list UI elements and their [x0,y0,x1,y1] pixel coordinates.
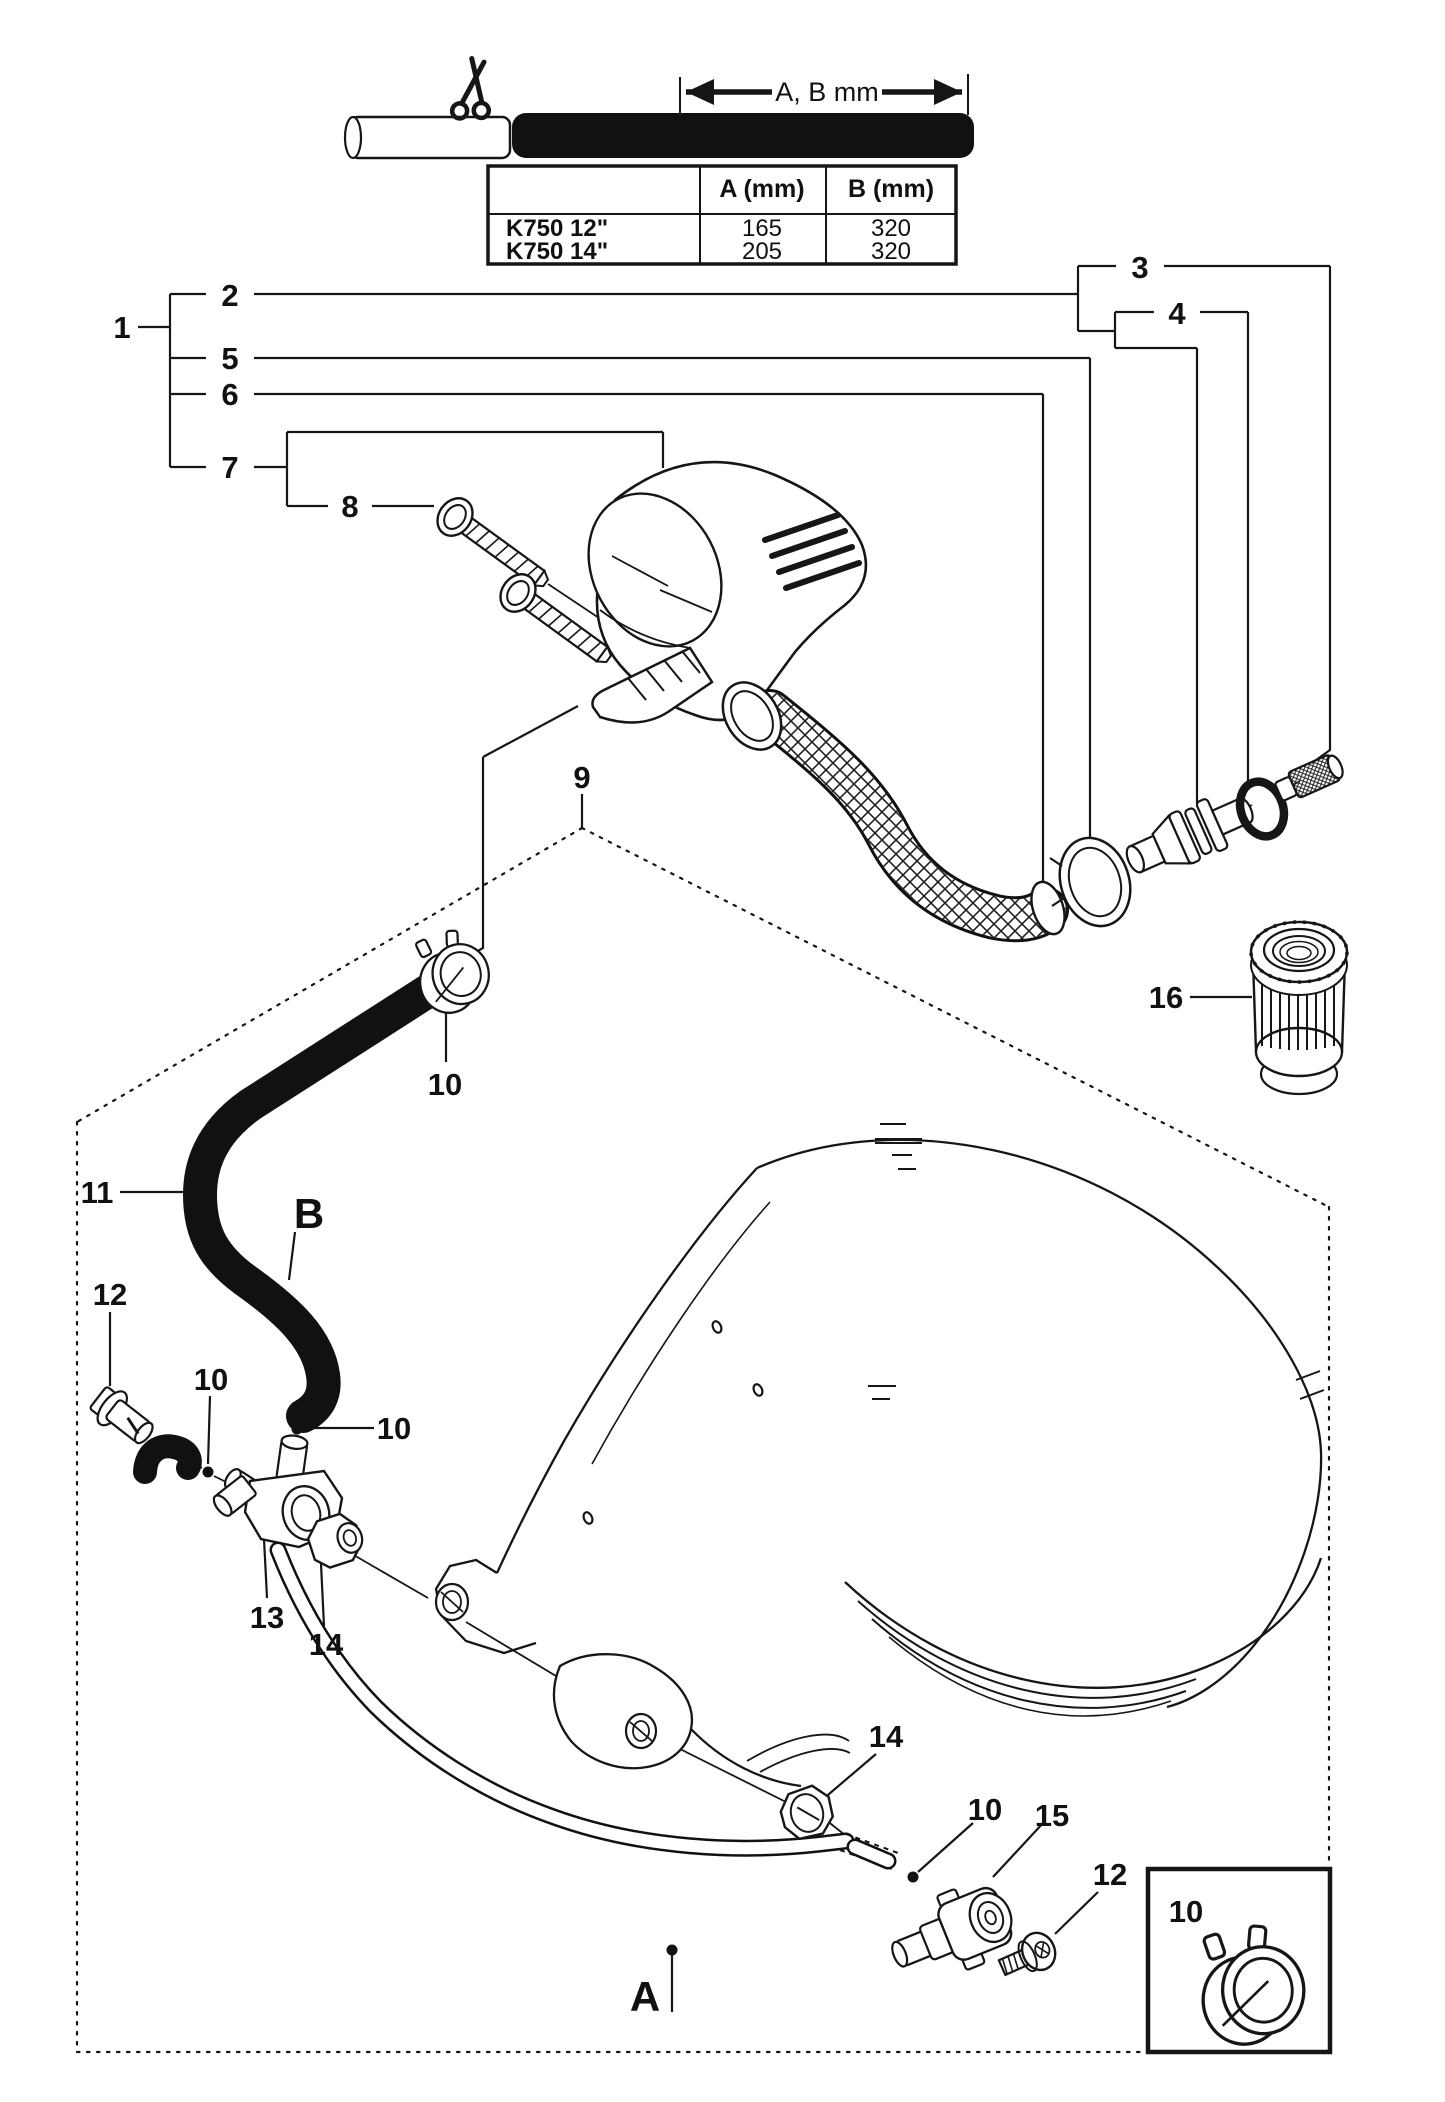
strainer-screw [1274,754,1344,802]
black-hose-11 [182,963,462,1433]
hose-a-group [269,1541,899,1870]
dimension-arrow [679,74,969,118]
hose-cut-figure: A, B mm [343,56,974,160]
valve-side-port [212,1475,257,1517]
dashed-boundary [75,826,1331,2054]
table-header-a: A (mm) [719,175,804,203]
plug-fitting-12 [89,1386,154,1445]
callout-10-hose11-end: 10 [194,1362,228,1397]
valve-spout [591,646,714,724]
water-valve-assembly [429,460,868,724]
clamp-position-dots [202,1423,919,1956]
callout-1: 1 [113,310,130,345]
black-hose-11-group [182,922,497,1433]
callout-10-hoseA-end: 10 [968,1792,1002,1827]
callout-9: 9 [573,760,590,795]
bottom-fittings-group [779,1784,1057,1977]
elbow-fitting-15 [891,1886,1013,1971]
callout-8: 8 [341,489,358,524]
callout-11: 11 [81,1175,114,1210]
clamp-detail-box [1145,1866,1333,2055]
blade-edge-hint [746,1733,851,1773]
table-row-model-12: K750 12" [506,215,608,242]
hex-fitting-14 [306,1512,364,1569]
valve-13-group [89,1386,364,1569]
callout-10-upper-clamp: 10 [428,1067,462,1102]
guard-foot [552,1653,694,1770]
table-a-12: 165 [742,215,782,242]
table-b-14: 320 [871,238,911,265]
valve-top-nipple [275,1434,309,1484]
table-a-14: 205 [742,238,782,265]
o-ring [1235,777,1289,841]
callout-7: 7 [221,450,238,485]
callout-3: 3 [1131,250,1148,285]
callout-12-plug: 12 [93,1277,127,1312]
callout-10-detail: 10 [1169,1894,1203,1929]
callout-6: 6 [221,377,238,412]
callout-14-valve: 14 [309,1627,344,1662]
valve-grille [762,512,862,591]
mark-b: B [294,1190,324,1237]
braided-hose-group [721,681,1344,943]
callout-10-hoseB-end: 10 [377,1411,411,1446]
table-row-model-14: K750 14" [506,238,608,265]
dimension-label: A, B mm [775,77,879,107]
black-hose-segment [512,113,974,158]
open-clamp-ring [1049,836,1132,928]
black-elbow-hose-end [133,1434,202,1484]
round-head-screw-12 [997,1931,1057,1977]
screw-8a [429,490,559,601]
blade-guard [434,1123,1325,1788]
hex-nut-14 [779,1784,835,1841]
callout-labels: 1 2 3 4 5 6 7 8 9 10 11 B 12 10 10 13 14… [81,250,1204,2020]
braided-hose [750,692,1066,940]
callout-14-nut: 14 [869,1719,904,1754]
table-header-b: B (mm) [848,175,934,203]
callout-12-screw: 12 [1093,1857,1127,1892]
mark-a: A [630,1973,660,2020]
quick-coupling-nipple [1125,797,1254,874]
hose-coupler-16 [1249,920,1349,1096]
size-table: A (mm) B (mm) K750 12" K750 14" 165 205 … [486,164,958,266]
hose-a [272,1544,852,1855]
callout-4: 4 [1168,296,1186,331]
table-b-12: 320 [871,215,911,242]
callout-16: 16 [1149,980,1183,1015]
guard-left-edge [495,1167,758,1574]
callout-15: 15 [1035,1798,1069,1833]
callout-2: 2 [221,278,238,313]
white-hose-segment [348,115,512,160]
callout-5: 5 [221,341,238,376]
scissors-icon [449,56,492,121]
callout-13: 13 [250,1600,284,1635]
guard-outer-arc [756,1138,1323,1709]
outlet-clamp-ring [721,681,783,751]
